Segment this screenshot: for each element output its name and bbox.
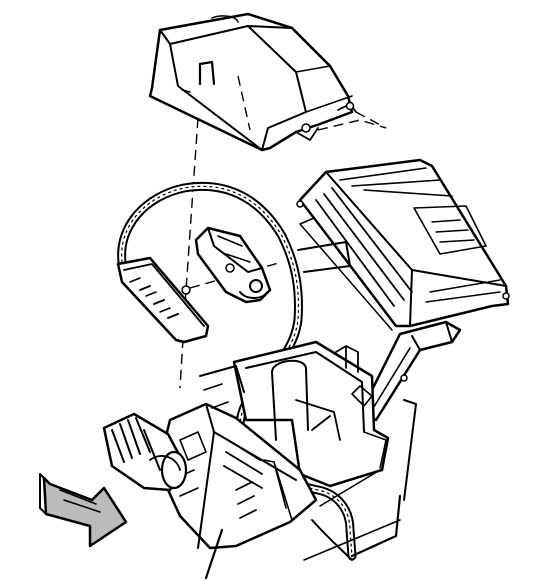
direction-arrow-icon [39, 473, 128, 548]
air-intake-duct-icon [102, 412, 188, 492]
frame-lines [204, 399, 417, 580]
connector-left-icon [116, 256, 210, 344]
control-module-icon [296, 158, 510, 331]
bracket-icon [358, 320, 462, 422]
engine-block-icon [156, 365, 401, 561]
connector-right-icon [194, 226, 272, 304]
battery-tray-icon [232, 340, 390, 488]
cover-icon [148, 12, 357, 152]
